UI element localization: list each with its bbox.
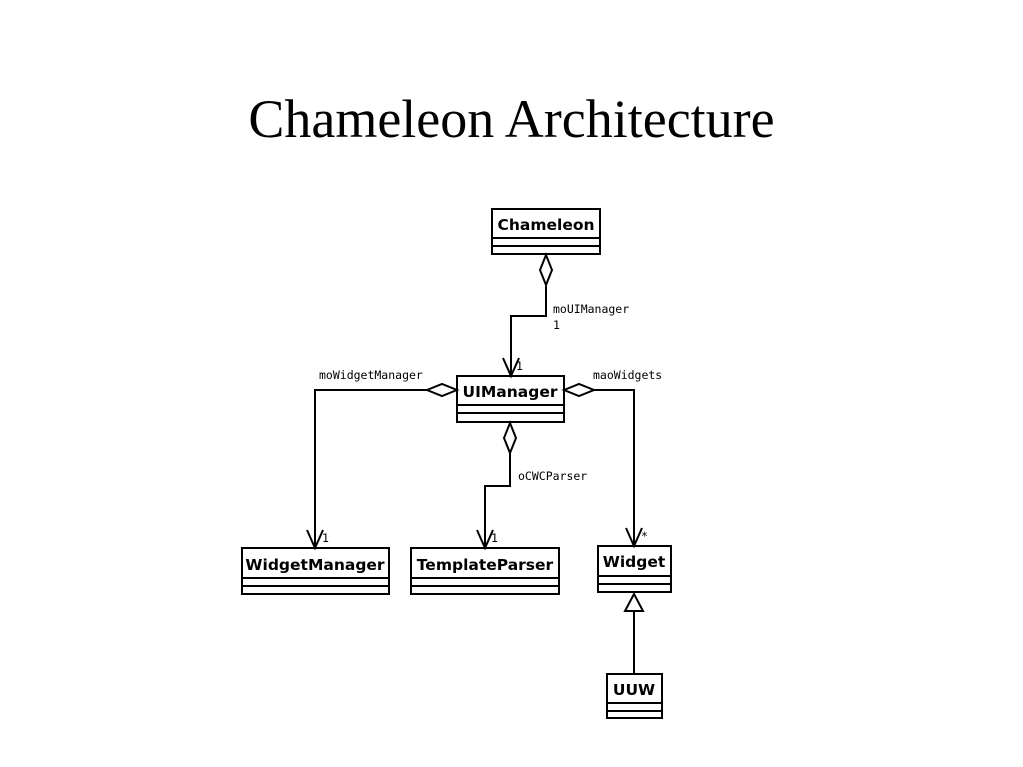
- class-name-chameleon: Chameleon: [497, 216, 594, 234]
- class-chameleon[interactable]: Chameleon: [491, 208, 601, 255]
- association-uimanager-widgetmanager[interactable]: moWidgetManager 1: [306, 368, 460, 551]
- class-name-templateparser: TemplateParser: [417, 556, 554, 574]
- class-name-uuw: UUW: [613, 681, 655, 699]
- target-multiplicity: 1: [322, 531, 329, 545]
- class-uimanager[interactable]: UIManager: [456, 375, 565, 423]
- role-label: moUIManager: [553, 302, 629, 316]
- generalization-uuw-widget[interactable]: [623, 591, 645, 674]
- class-widgetmanager[interactable]: WidgetManager: [241, 547, 390, 595]
- aggregation-diamond-icon: [538, 252, 554, 288]
- role-label: maoWidgets: [593, 368, 662, 382]
- class-name-widgetmanager: WidgetManager: [245, 556, 385, 574]
- role-multiplicity: 1: [553, 318, 560, 332]
- aggregation-diamond-icon: [561, 382, 597, 398]
- class-name-widget: Widget: [603, 553, 666, 571]
- target-multiplicity: 1: [491, 531, 498, 545]
- target-multiplicity: *: [641, 529, 648, 543]
- navigation-arrow-icon: [306, 529, 324, 551]
- inheritance-triangle-icon: [623, 591, 645, 612]
- slide-title: Chameleon Architecture: [248, 89, 775, 149]
- navigation-arrow-icon: [476, 529, 494, 551]
- class-widget[interactable]: Widget: [597, 545, 672, 593]
- class-name-uimanager: UIManager: [463, 383, 558, 401]
- association-chameleon-uimanager[interactable]: moUIManager 1 1: [502, 252, 629, 379]
- class-templateparser[interactable]: TemplateParser: [410, 547, 560, 595]
- target-multiplicity: 1: [516, 359, 523, 373]
- role-label: oCWCParser: [518, 469, 587, 483]
- role-label: moWidgetManager: [319, 368, 423, 382]
- navigation-arrow-icon: [502, 357, 520, 379]
- navigation-arrow-icon: [625, 527, 643, 549]
- class-uuw[interactable]: UUW: [606, 673, 663, 719]
- association-uimanager-widget[interactable]: maoWidgets *: [561, 368, 662, 549]
- association-uimanager-templateparser[interactable]: oCWCParser 1: [476, 420, 587, 551]
- aggregation-diamond-icon: [502, 420, 518, 456]
- aggregation-diamond-icon: [424, 382, 460, 398]
